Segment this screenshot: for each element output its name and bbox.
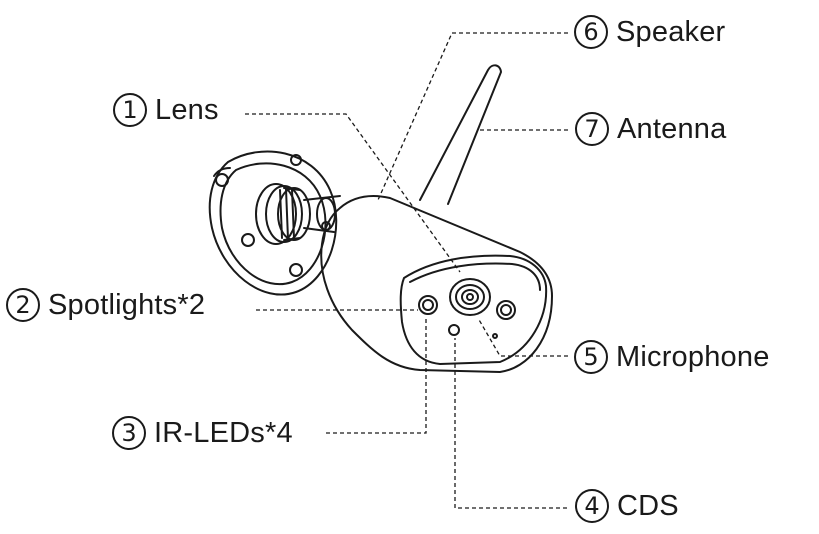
callout-number: 4 bbox=[575, 489, 609, 523]
leader-microphone bbox=[477, 317, 568, 357]
callout-ir-leds: 3 IR-LEDs*4 bbox=[112, 416, 293, 450]
callout-label: Lens bbox=[155, 93, 219, 126]
mic-shape bbox=[492, 333, 498, 339]
callout-label: Microphone bbox=[616, 340, 770, 373]
callout-number: 7 bbox=[575, 112, 609, 146]
callout-label: Antenna bbox=[617, 112, 727, 145]
spotlight-shapes bbox=[418, 295, 516, 320]
callout-speaker: 6 Speaker bbox=[574, 15, 725, 49]
wall-mount bbox=[208, 150, 338, 296]
callout-label: Spotlights*2 bbox=[48, 288, 206, 321]
callout-cds: 4 CDS bbox=[575, 489, 679, 523]
leader-lens bbox=[245, 113, 461, 273]
callout-number: 3 bbox=[112, 416, 146, 450]
callout-number: 1 bbox=[113, 93, 147, 127]
callout-antenna: 7 Antenna bbox=[575, 112, 726, 146]
ball-joint bbox=[255, 183, 341, 245]
callout-label: IR-LEDs*4 bbox=[154, 416, 293, 449]
callout-label: Speaker bbox=[616, 15, 726, 48]
leader-lines bbox=[245, 32, 568, 509]
leader-ir-leds bbox=[326, 318, 427, 434]
leader-cds bbox=[454, 338, 567, 509]
lens-shape bbox=[449, 278, 491, 316]
callout-number: 2 bbox=[6, 288, 40, 322]
antenna-shape bbox=[419, 64, 502, 205]
callout-microphone: 5 Microphone bbox=[574, 340, 770, 374]
camera-body bbox=[320, 195, 553, 373]
callout-number: 6 bbox=[574, 15, 608, 49]
cds-shape bbox=[448, 324, 460, 336]
callout-spotlights: 2 Spotlights*2 bbox=[6, 288, 205, 322]
callout-lens: 1 Lens bbox=[113, 93, 219, 127]
leader-speaker bbox=[377, 32, 568, 201]
callout-label: CDS bbox=[617, 489, 679, 522]
callout-number: 5 bbox=[574, 340, 608, 374]
